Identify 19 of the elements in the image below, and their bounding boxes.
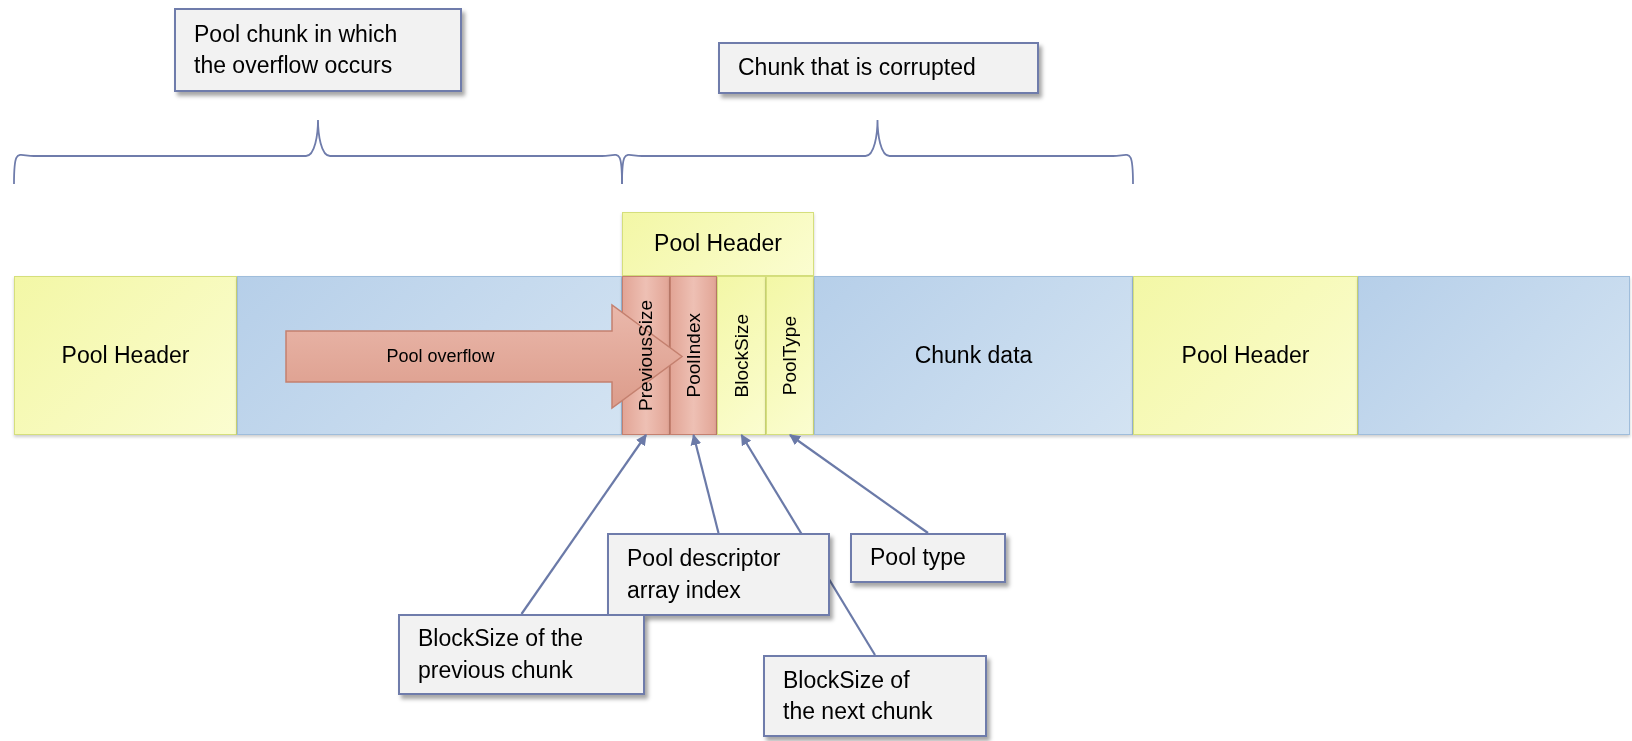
field-label: PoolIndex	[682, 313, 705, 398]
leader-arrow	[789, 434, 929, 534]
callout-text: Pool chunk in which the overflow occurs	[194, 19, 399, 80]
block-label: Pool Header	[1181, 340, 1310, 370]
arrow-label: Pool overflow	[385, 345, 496, 368]
field-label: PoolType	[779, 315, 801, 396]
leader-arrow	[690, 433, 720, 534]
callout-text: Chunk that is corrupted	[738, 53, 977, 83]
leader-arrow	[520, 434, 647, 615]
callout-text: Pool type	[870, 543, 967, 573]
callout-text: Pool descriptor array index	[627, 544, 782, 605]
block-label: Pool Header	[61, 340, 190, 370]
callout-text: BlockSize of the previous chunk	[418, 624, 584, 685]
field-label: BlockSize	[730, 313, 753, 398]
field-label: PreviousSize	[635, 300, 657, 411]
callout-text: BlockSize of the next chunk	[783, 665, 934, 726]
block-label: Pool Header	[654, 229, 782, 259]
memory-block	[1358, 276, 1630, 435]
block-label: Chunk data	[914, 340, 1033, 370]
